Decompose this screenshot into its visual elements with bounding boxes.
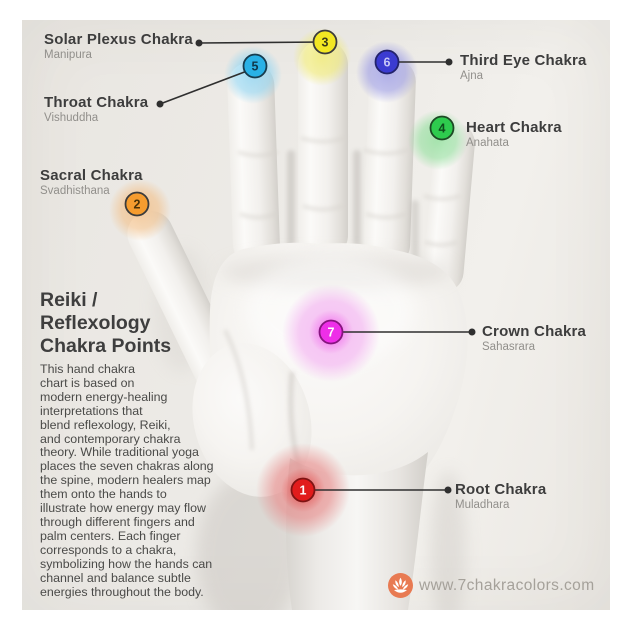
watermark: www.7chakracolors.com: [388, 573, 595, 598]
chakra-dots: 5 3 6 4 2 7 1: [124, 29, 455, 503]
chakra-dot-7-number: 7: [328, 326, 335, 340]
third-eye-chakra-title: Third Eye Chakra: [460, 52, 587, 69]
solar-plexus-bullet: [195, 39, 203, 47]
label-third-eye-chakra: Third Eye Chakra Ajna: [460, 52, 587, 82]
watermark-url: www.7chakracolors.com: [419, 576, 595, 594]
chakra-dot-2-number: 2: [134, 198, 141, 212]
throat-bullet: [156, 100, 164, 108]
chakra-dot-6-number: 6: [384, 56, 391, 70]
label-root-chakra: Root Chakra Muladhara: [455, 481, 546, 511]
solar-plexus-connector: [198, 41, 326, 44]
chakra-dot-7: [318, 319, 344, 345]
third-eye-bullet: [445, 58, 453, 66]
solar-plexus-chakra-sanskrit: Manipura: [44, 49, 92, 61]
heart-chakra-title: Heart Chakra: [466, 119, 562, 136]
chakra-dot-4: [429, 115, 455, 141]
sacral-chakra-sanskrit: Svadhisthana: [40, 185, 110, 197]
label-heart-chakra: Heart Chakra Anahata: [466, 119, 562, 149]
heart-chakra-sanskrit: Anahata: [466, 137, 509, 149]
chakra-dot-3-number: 3: [322, 36, 329, 50]
chakra-dot-1: [290, 477, 316, 503]
solar-plexus-chakra-title: Solar Plexus Chakra: [44, 31, 193, 48]
description-text: This hand chakra chart is based on moder…: [40, 362, 214, 599]
chakra-dot-5: [242, 53, 268, 79]
sacral-chakra-title: Sacral Chakra: [40, 167, 143, 184]
lotus-icon: [388, 573, 413, 598]
label-crown-chakra: Crown Chakra Sahasrara: [482, 323, 586, 353]
crown-chakra-sanskrit: Sahasrara: [482, 341, 536, 353]
throat-chakra-title: Throat Chakra: [44, 94, 149, 111]
root-chakra-sanskrit: Muladhara: [455, 499, 510, 511]
chakra-dot-3: [312, 29, 338, 55]
chakra-dot-5-number: 5: [252, 60, 259, 74]
label-sacral-chakra: Sacral Chakra Svadhisthana: [40, 167, 143, 197]
root-chakra-title: Root Chakra: [455, 481, 547, 498]
chakra-dot-6: [374, 49, 400, 75]
crown-bullet: [468, 328, 476, 336]
third-eye-chakra-sanskrit: Ajna: [460, 70, 484, 82]
throat-chakra-sanskrit: Vishuddha: [44, 112, 99, 124]
label-solar-plexus-chakra: Solar Plexus Chakra Manipura: [44, 31, 193, 61]
throat-connector: [159, 67, 256, 105]
chakra-dot-4-number: 4: [439, 122, 446, 136]
chakra-dot-2: [124, 191, 150, 217]
crown-chakra-title: Crown Chakra: [482, 323, 587, 340]
thumb-crease: [223, 329, 254, 451]
chakra-dot-1-number: 1: [300, 484, 307, 498]
middle-finger: [298, 40, 348, 260]
root-bullet: [444, 486, 452, 494]
label-throat-chakra: Throat Chakra Vishuddha: [44, 94, 148, 124]
page-title: Reiki / Reflexology Chakra Points: [40, 289, 172, 357]
finger-creases: [237, 136, 461, 247]
